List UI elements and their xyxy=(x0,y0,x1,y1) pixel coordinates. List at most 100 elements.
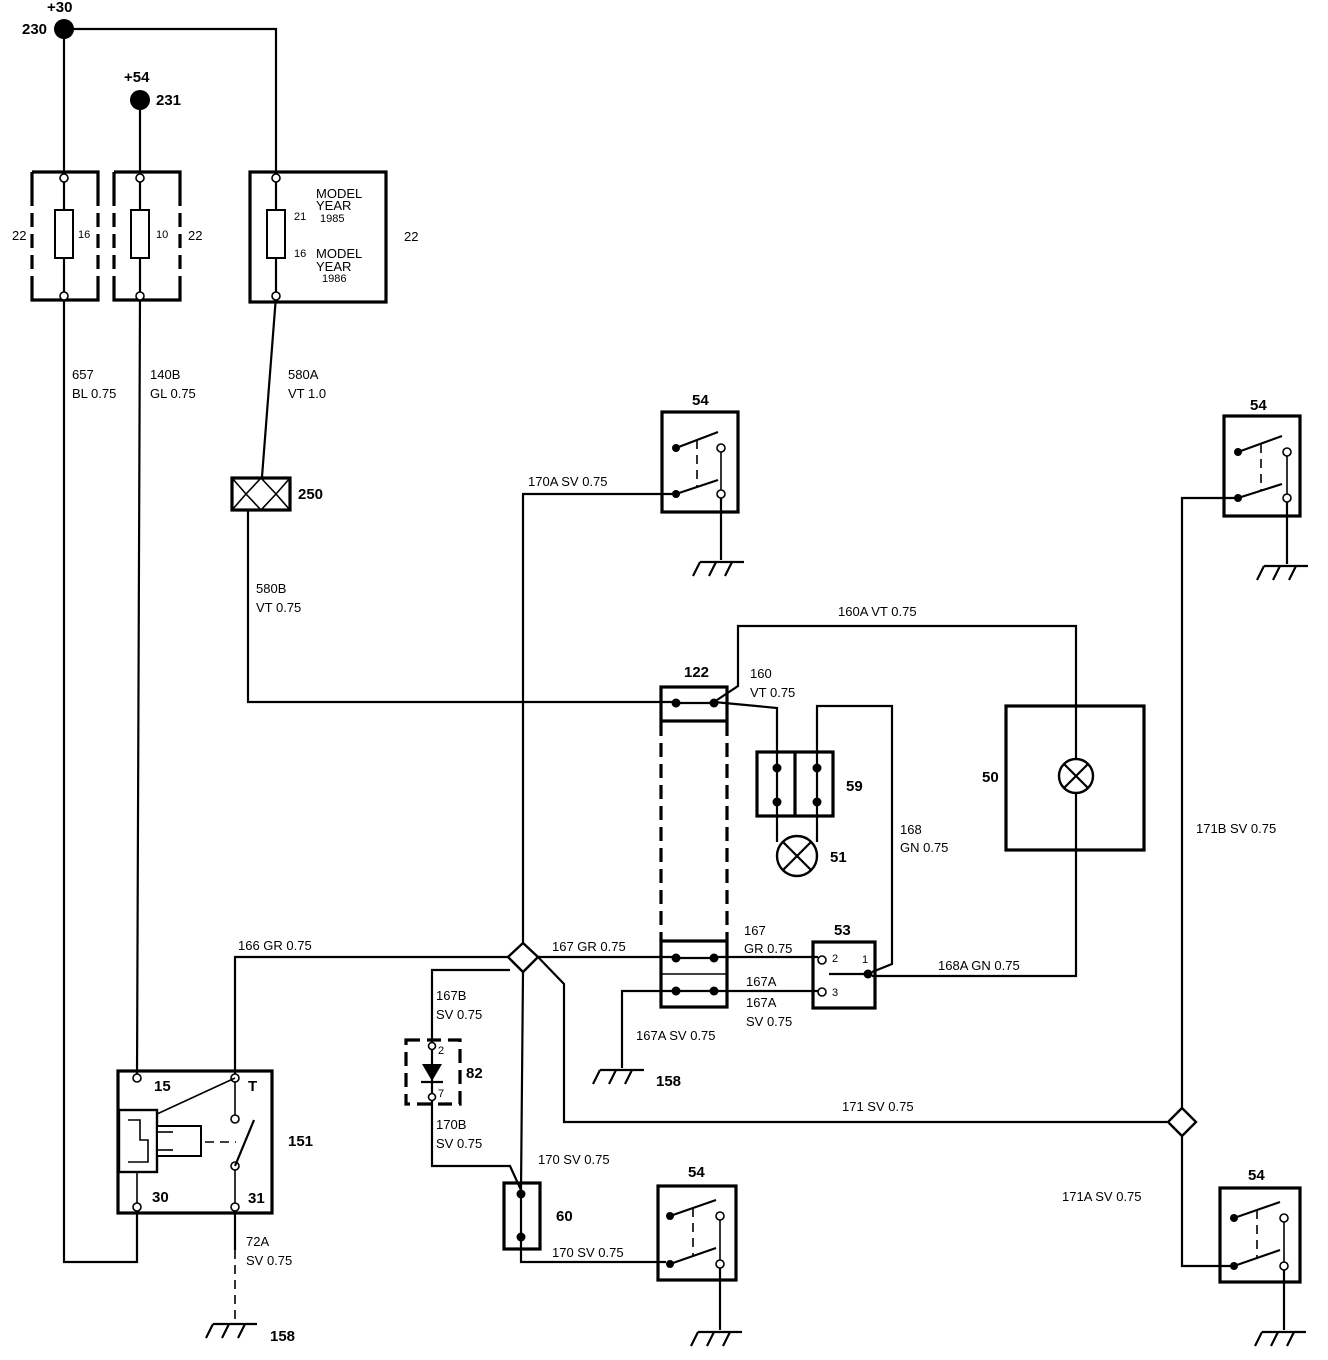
fuse-10: 10 22 xyxy=(111,170,202,302)
relay-pin31: 31 xyxy=(248,1190,265,1207)
label-168a: 168A GN 0.75 xyxy=(938,958,1020,973)
terminal-54: +54 231 xyxy=(124,69,181,110)
connector-250-label: 250 xyxy=(298,486,323,503)
switch-54-right-top: 54 xyxy=(1222,397,1302,564)
wire-167a-ground xyxy=(620,989,676,1068)
label-167a-spec: SV 0.75 xyxy=(746,1014,792,1029)
switch-54-bottom-label: 54 xyxy=(688,1164,705,1181)
fuse-rating-1986: 16 xyxy=(294,248,306,260)
fuse-10-rating: 10 xyxy=(156,229,168,241)
diode-pin2: 2 xyxy=(438,1045,444,1057)
wires xyxy=(62,27,1236,1322)
wire-171 xyxy=(537,956,1167,1124)
relay-151: 15 T 30 31 151 xyxy=(116,1069,313,1215)
connector-59: 59 xyxy=(755,750,863,818)
label-580a-id: 580A xyxy=(288,367,319,382)
terminal-54-label: +54 xyxy=(124,69,150,86)
fuse-model-year: 21 MODEL YEAR 1985 16 MODEL YEAR 1986 22 xyxy=(248,170,418,304)
fuse-year-value-1986: 1986 xyxy=(322,273,346,285)
ground-158-mid: 158 xyxy=(592,1068,681,1090)
wire-171a xyxy=(1180,1136,1232,1268)
label-171a: 171A SV 0.75 xyxy=(1062,1189,1142,1204)
fuse-year-label-2: YEAR xyxy=(316,259,351,274)
wire-labels: 657 BL 0.75 140B GL 0.75 580A VT 1.0 580… xyxy=(72,367,1276,1268)
label-171b: 171B SV 0.75 xyxy=(1196,821,1276,836)
label-160-spec: VT 0.75 xyxy=(750,685,795,700)
wire-171b xyxy=(1180,496,1236,1108)
label-580b-id: 580B xyxy=(256,581,286,596)
connector-250: 250 xyxy=(230,476,323,512)
label-140b-id: 140B xyxy=(150,367,180,382)
wire-170-top xyxy=(519,971,525,1191)
ground-switch-54-top xyxy=(692,560,744,577)
label-580a-spec: VT 1.0 xyxy=(288,386,326,401)
lamp-50: 50 xyxy=(982,704,1146,852)
label-167a-id: 167A xyxy=(746,995,777,1010)
ground-switch-54-bottom xyxy=(690,1330,742,1347)
label-167a-left: 167A SV 0.75 xyxy=(636,1028,716,1043)
label-168-id: 168 xyxy=(900,822,922,837)
fuse-year-value-1985: 1985 xyxy=(320,213,344,225)
label-170a: 170A SV 0.75 xyxy=(528,474,608,489)
wire-580b xyxy=(246,510,676,704)
label-167b-spec: SV 0.75 xyxy=(436,1007,482,1022)
label-170-bottom: 170 SV 0.75 xyxy=(552,1245,624,1260)
switch-53-pin3: 3 xyxy=(832,987,838,999)
fuse-model-label-2: MODEL xyxy=(316,246,362,261)
lamp-50-label: 50 xyxy=(982,769,999,786)
wire-166 xyxy=(233,955,508,1078)
wire-160a xyxy=(713,624,1078,760)
label-167-right-spec: GR 0.75 xyxy=(744,941,792,956)
lamp-51: 51 xyxy=(775,834,847,878)
switch-53-pin1: 1 xyxy=(862,954,868,966)
switch-54-right-bottom: 54 xyxy=(1218,1167,1302,1330)
fuse-10-box-label: 22 xyxy=(188,228,202,243)
wire-170b xyxy=(430,1097,522,1191)
connector-122: 122 xyxy=(659,664,729,723)
relay-pinT: T xyxy=(248,1078,257,1095)
connector-59-label: 59 xyxy=(846,778,863,795)
label-170b-id: 170B xyxy=(436,1117,466,1132)
splice-right xyxy=(1166,1106,1198,1138)
fuse-16: 22 16 xyxy=(12,170,101,302)
relay-pin30: 30 xyxy=(152,1189,169,1206)
switch-53: 2 1 3 53 xyxy=(811,922,877,1010)
diode-82: 2 7 82 xyxy=(404,1038,483,1106)
diode-82-label: 82 xyxy=(466,1065,483,1082)
label-167-right-id: 167 xyxy=(744,923,766,938)
ground-switch-54-right-top xyxy=(1256,564,1308,581)
switch-53-pin2: 2 xyxy=(832,953,838,965)
diode-pin7: 7 xyxy=(438,1088,444,1100)
ground-158-bottom: 158 xyxy=(205,1322,295,1345)
label-167a-top: 167A xyxy=(746,974,777,989)
wire-30-feed xyxy=(64,27,278,172)
wire-140b xyxy=(135,295,142,1079)
wire-170a xyxy=(521,492,680,957)
fuse-16-rating: 16 xyxy=(78,229,90,241)
wire-168 xyxy=(815,704,894,974)
label-140b-spec: GL 0.75 xyxy=(150,386,196,401)
terminal-30-label: +30 xyxy=(47,0,72,16)
fuse-model-box-label: 22 xyxy=(404,229,418,244)
label-167b-id: 167B xyxy=(436,988,466,1003)
connector-60-label: 60 xyxy=(556,1208,573,1225)
fuse-rating-1985: 21 xyxy=(294,211,306,223)
switch-54-top: 54 xyxy=(660,392,740,560)
wire-167b xyxy=(430,968,510,1046)
label-170-top: 170 SV 0.75 xyxy=(538,1152,610,1167)
label-72a-spec: SV 0.75 xyxy=(246,1253,292,1268)
switch-54-right-top-label: 54 xyxy=(1250,397,1267,414)
terminal-30: +30 230 xyxy=(22,0,74,39)
label-657-id: 657 xyxy=(72,367,94,382)
label-72a-id: 72A xyxy=(246,1234,269,1249)
ground-158-bottom-label: 158 xyxy=(270,1328,295,1345)
fuse-16-box-label: 22 xyxy=(12,228,26,243)
label-160a: 160A VT 0.75 xyxy=(838,604,917,619)
label-167: 167 GR 0.75 xyxy=(552,939,626,954)
connector-60: 60 xyxy=(502,1181,573,1251)
splice-left xyxy=(506,941,540,974)
switch-54-right-bottom-label: 54 xyxy=(1248,1167,1265,1184)
label-170b-spec: SV 0.75 xyxy=(436,1136,482,1151)
switch-54-bottom: 54 xyxy=(656,1164,738,1330)
label-166: 166 GR 0.75 xyxy=(238,938,312,953)
